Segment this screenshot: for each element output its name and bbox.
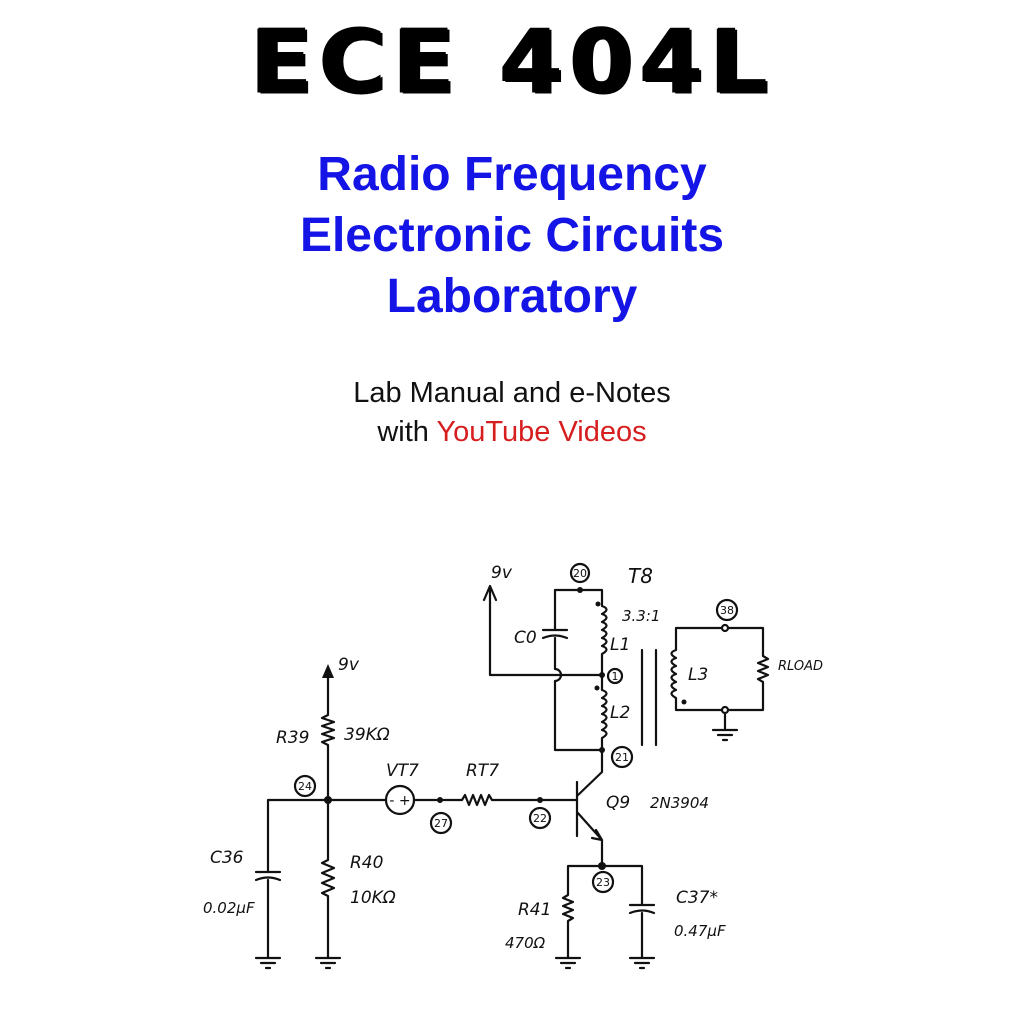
node-23-label: 23 (596, 876, 610, 889)
node-38-label: 38 (720, 604, 734, 617)
vt7-label: VT7 (386, 761, 419, 781)
c36-value: 0.02μF (203, 899, 255, 917)
node-21-label: 21 (615, 751, 629, 764)
supply-top-label: 9v (491, 563, 513, 583)
vt7-polarity: - + (389, 793, 410, 809)
youtube-videos-text: YouTube Videos (436, 416, 647, 448)
r41-value: 470Ω (505, 934, 546, 952)
q9-label: Q9 (606, 793, 630, 813)
subtitle-line-2: with YouTube Videos (0, 413, 1024, 451)
l1-label: L1 (610, 635, 630, 655)
l2-label: L2 (610, 703, 630, 723)
supply-left-label: 9v (338, 655, 360, 675)
r39-value: 39KΩ (344, 725, 390, 745)
node-20-label: 20 (573, 567, 587, 580)
r39-label: R39 (276, 728, 309, 748)
title-line-2: Electronic Circuits (299, 209, 725, 262)
subtitle-line-1: Lab Manual and e-Notes (353, 377, 671, 409)
turns-ratio-label: 3.3:1 (622, 607, 660, 625)
node-24-label: 24 (298, 780, 312, 793)
r40-value: 10KΩ (350, 888, 396, 908)
c0-label: C0 (514, 628, 537, 648)
c36-label: C36 (210, 848, 244, 868)
course-logo: ECE 404L (250, 10, 774, 113)
title-line-1: Radio Frequency (317, 148, 707, 201)
q9-part-number: 2N3904 (650, 794, 709, 812)
subtitle-prefix: with (377, 416, 437, 448)
rt7-label: RT7 (466, 761, 499, 781)
node-22-label: 22 (533, 812, 547, 825)
r41-label: R41 (518, 900, 551, 920)
rload-label: RLOAD (778, 659, 823, 674)
title-line-3: Laboratory (386, 270, 638, 323)
c37-value: 0.47μF (674, 922, 726, 940)
c37-label: C37* (676, 888, 718, 908)
transformer-label: T8 (628, 564, 653, 588)
l3-label: L3 (688, 665, 708, 685)
node-27-label: 27 (434, 817, 448, 830)
node-1-label: 1 (612, 670, 619, 683)
r40-label: R40 (350, 853, 383, 873)
